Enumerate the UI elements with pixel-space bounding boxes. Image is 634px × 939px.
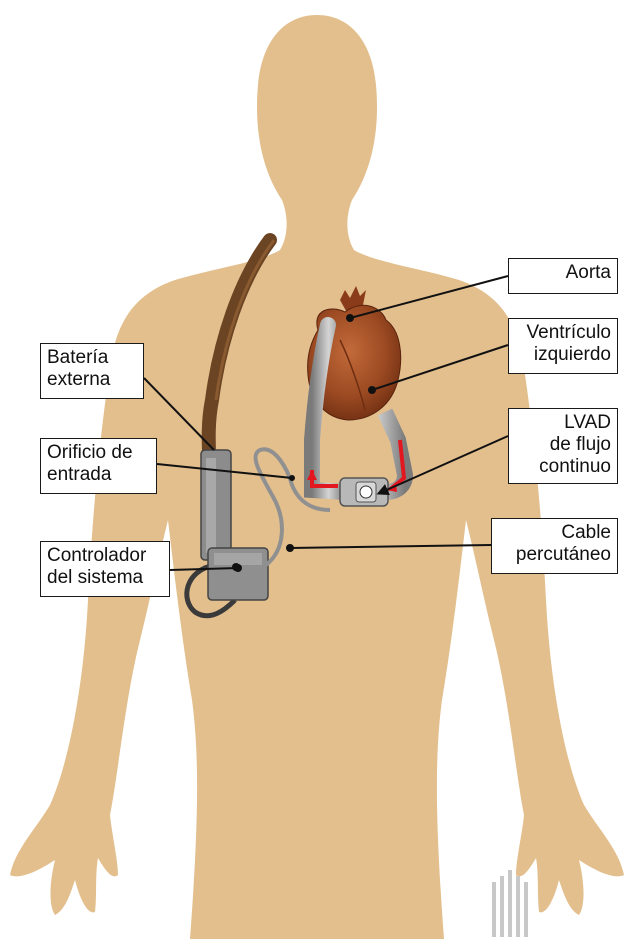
aorta-pointer-dot xyxy=(346,314,354,322)
label-external-battery: Batería externa xyxy=(40,343,144,399)
label-system-controller: Controlador del sistema xyxy=(40,541,170,597)
cable-pointer-dot xyxy=(286,544,294,552)
system-controller xyxy=(208,548,268,600)
label-lvad-line3: continuo xyxy=(515,456,611,478)
label-controller-line1: Controlador xyxy=(47,545,163,567)
label-lvad-line2: de flujo xyxy=(515,434,611,456)
label-battery-line1: Batería xyxy=(47,347,137,369)
external-battery xyxy=(201,450,231,560)
label-cable-line1: Cable xyxy=(498,522,611,544)
label-entry-line2: entrada xyxy=(47,464,150,486)
label-lvad: LVAD de flujo continuo xyxy=(508,408,618,484)
label-controller-line2: del sistema xyxy=(47,567,163,589)
label-left-ventricle-line2: izquierdo xyxy=(515,344,611,366)
ventricle-pointer-dot xyxy=(368,386,376,394)
label-entry-site: Orificio de entrada xyxy=(40,438,157,494)
entry-pointer-dot xyxy=(289,475,295,481)
label-battery-line2: externa xyxy=(47,369,137,391)
label-left-ventricle: Ventrículo izquierdo xyxy=(508,318,618,374)
label-entry-line1: Orificio de xyxy=(47,442,150,464)
label-aorta-text: Aorta xyxy=(515,262,611,284)
label-cable-line2: percutáneo xyxy=(498,544,611,566)
controller-pointer-dot xyxy=(234,564,242,572)
watermark-logo xyxy=(492,870,528,937)
label-percutaneous-cable: Cable percutáneo xyxy=(491,518,618,574)
label-aorta: Aorta xyxy=(508,258,618,294)
label-left-ventricle-line1: Ventrículo xyxy=(515,322,611,344)
label-lvad-line1: LVAD xyxy=(515,412,611,434)
